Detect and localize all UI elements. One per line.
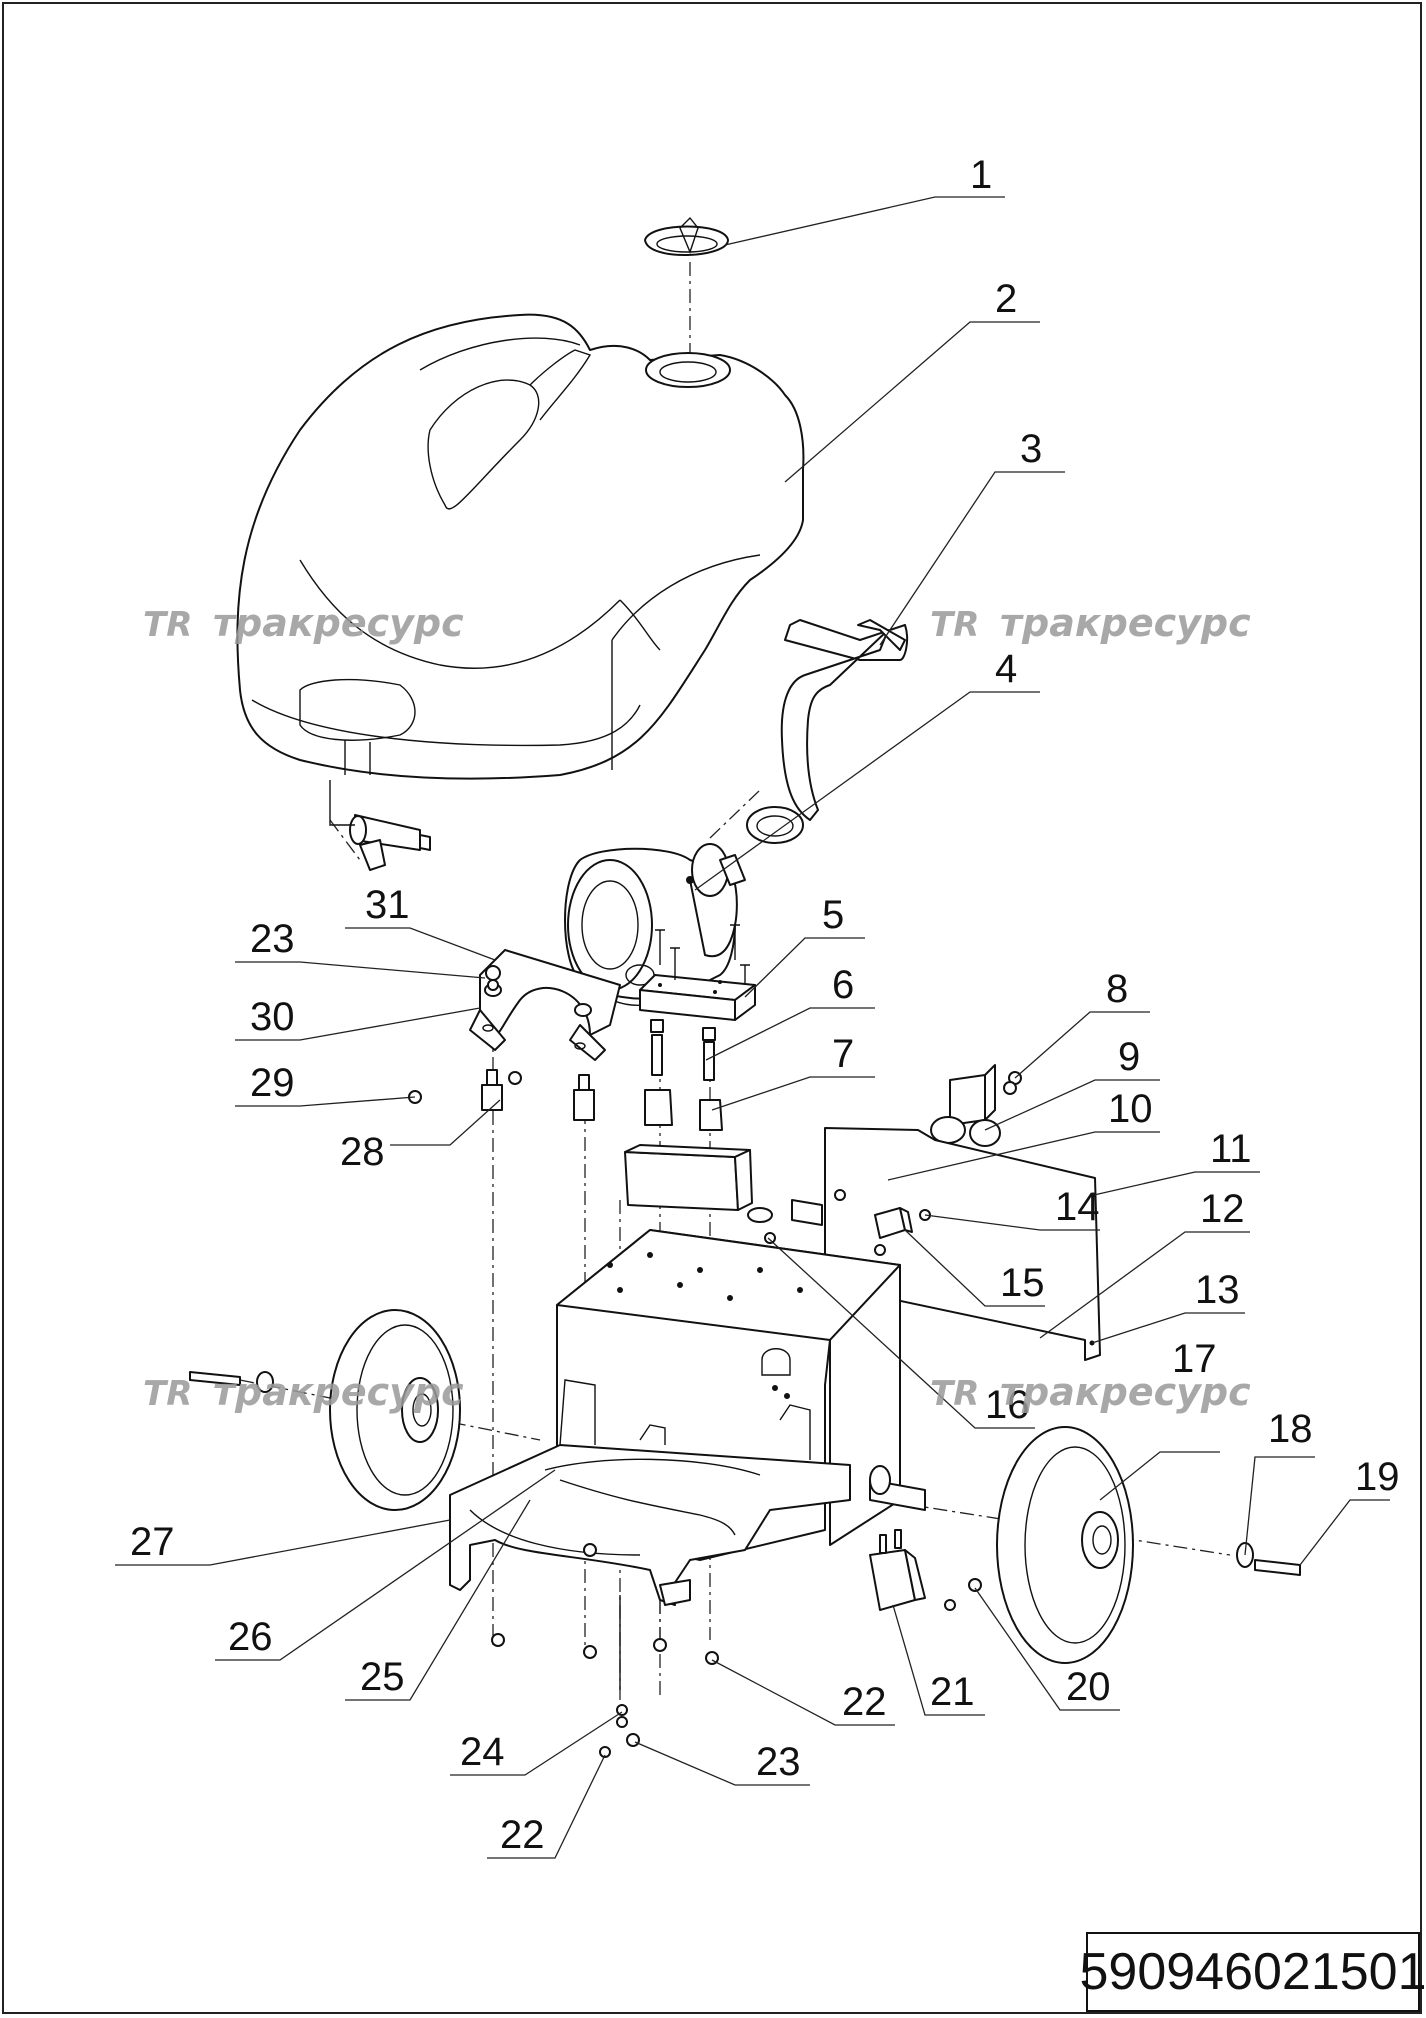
watermark-logo: TR xyxy=(930,1374,979,1414)
callout-12: 12 xyxy=(1200,1187,1245,1231)
callout-19: 19 xyxy=(1355,1455,1400,1499)
drain-valve xyxy=(329,780,431,871)
callout-28: 28 xyxy=(340,1130,385,1174)
watermark-4: TR тракресурс xyxy=(930,1370,1251,1414)
tray xyxy=(624,1144,753,1211)
watermark-text: тракресурс xyxy=(1000,1370,1251,1414)
watermark-text: тракресурс xyxy=(213,1370,464,1414)
standoffs xyxy=(481,1069,595,1121)
watermark-text: тракресурс xyxy=(1000,601,1251,645)
drawing-code: 590946021501 xyxy=(1079,1932,1426,2012)
filler-cap xyxy=(644,216,729,257)
callout-25: 25 xyxy=(360,1655,405,1699)
callout-3: 3 xyxy=(1020,427,1042,471)
back-panel xyxy=(824,1127,1101,1361)
right-wheel xyxy=(869,1426,1301,1664)
callout-22-bottom: 22 xyxy=(500,1813,545,1857)
tube xyxy=(746,619,909,844)
watermark-1: TR тракресурс xyxy=(143,601,464,645)
leader-lines xyxy=(115,196,1390,1859)
callout-27: 27 xyxy=(130,1520,175,1564)
watermark-2: TR тракресурс xyxy=(930,601,1251,645)
small-fasteners-left xyxy=(408,965,522,1104)
callout-1: 1 xyxy=(970,153,992,197)
motor-bracket xyxy=(469,949,621,1061)
callout-23-top: 23 xyxy=(250,917,295,961)
callout-11: 11 xyxy=(1210,1127,1252,1171)
callout-9: 9 xyxy=(1118,1035,1140,1079)
callout-30: 30 xyxy=(250,995,295,1039)
callout-5: 5 xyxy=(822,893,844,937)
bottom-fasteners xyxy=(491,1595,719,1758)
callout-20: 20 xyxy=(1066,1665,1111,1709)
callout-29: 29 xyxy=(250,1061,295,1105)
watermark-3: TR тракресурс xyxy=(143,1370,464,1414)
callout-15: 15 xyxy=(1000,1261,1045,1305)
callout-2: 2 xyxy=(995,277,1017,321)
springs-couplings xyxy=(644,1019,723,1131)
callout-26: 26 xyxy=(228,1615,273,1659)
callout-10: 10 xyxy=(1108,1087,1153,1131)
callout-8: 8 xyxy=(1106,967,1128,1011)
cap-button xyxy=(747,1189,846,1244)
base-plate xyxy=(639,974,756,1021)
callout-6: 6 xyxy=(832,963,854,1007)
watermark-logo: TR xyxy=(930,605,979,645)
callout-4: 4 xyxy=(995,647,1017,691)
callout-14: 14 xyxy=(1055,1185,1100,1229)
callout-31: 31 xyxy=(365,883,410,927)
plate-screws xyxy=(655,924,750,985)
callout-16: 16 xyxy=(985,1383,1030,1427)
callout-18: 18 xyxy=(1268,1407,1313,1451)
callout-22-right: 22 xyxy=(842,1680,887,1724)
left-wheel xyxy=(189,1309,461,1511)
watermark-text: тракресурс xyxy=(213,601,464,645)
callout-21: 21 xyxy=(930,1670,975,1714)
tank-cover xyxy=(236,313,805,780)
watermark-logo: TR xyxy=(143,605,192,645)
callout-24: 24 xyxy=(460,1730,505,1774)
callout-labels: 1 2 3 4 5 6 7 8 9 10 11 14 12 15 13 16 1… xyxy=(130,153,1400,1857)
callout-23-bottom: 23 xyxy=(756,1740,801,1784)
chassis-frame xyxy=(449,1379,851,1606)
switch-block xyxy=(874,1207,931,1256)
watermark-logo: TR xyxy=(143,1374,192,1414)
drive-box xyxy=(869,1529,982,1611)
vacuum-motor xyxy=(564,843,746,1006)
callout-17: 17 xyxy=(1172,1337,1217,1381)
callout-7: 7 xyxy=(832,1032,854,1076)
callout-13: 13 xyxy=(1195,1268,1240,1312)
